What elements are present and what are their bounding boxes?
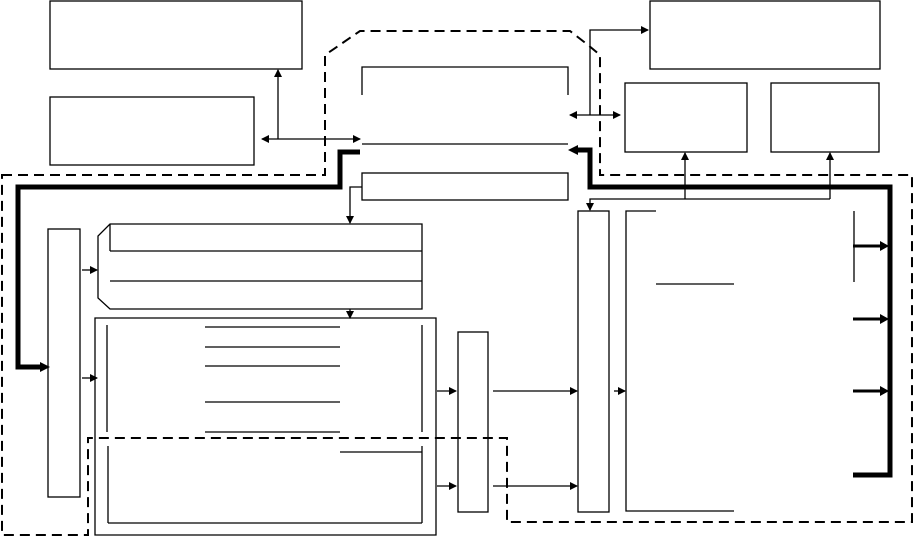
lower-box — [94, 438, 437, 536]
middle-box — [94, 317, 437, 438]
thick-arrowhead-2 — [880, 314, 889, 324]
right-box-b — [770, 82, 880, 153]
thick-arrowhead-3 — [880, 386, 889, 396]
arrow-to-stack — [346, 186, 362, 224]
right-column-box — [577, 210, 610, 513]
left-column-box — [47, 228, 81, 498]
dashed-boundary-main — [1, 30, 913, 536]
connector-right — [586, 198, 830, 211]
top-left-box — [49, 0, 303, 70]
stacked-boxes — [97, 223, 423, 310]
thick-bus-left — [15, 149, 360, 370]
second-left-box — [49, 96, 255, 166]
arrow-to-top-right — [589, 26, 649, 115]
top-right-box — [649, 0, 881, 70]
center-box — [361, 66, 569, 145]
thick-arrowhead-1 — [880, 241, 889, 251]
right-box-a — [624, 82, 748, 153]
thick-arrowhead-left — [40, 362, 50, 372]
output-bracket — [625, 210, 855, 512]
thick-arrowhead-center — [568, 145, 578, 155]
mux-box — [457, 331, 489, 513]
center-lower-box — [361, 172, 569, 201]
thick-bus-right — [578, 147, 893, 478]
